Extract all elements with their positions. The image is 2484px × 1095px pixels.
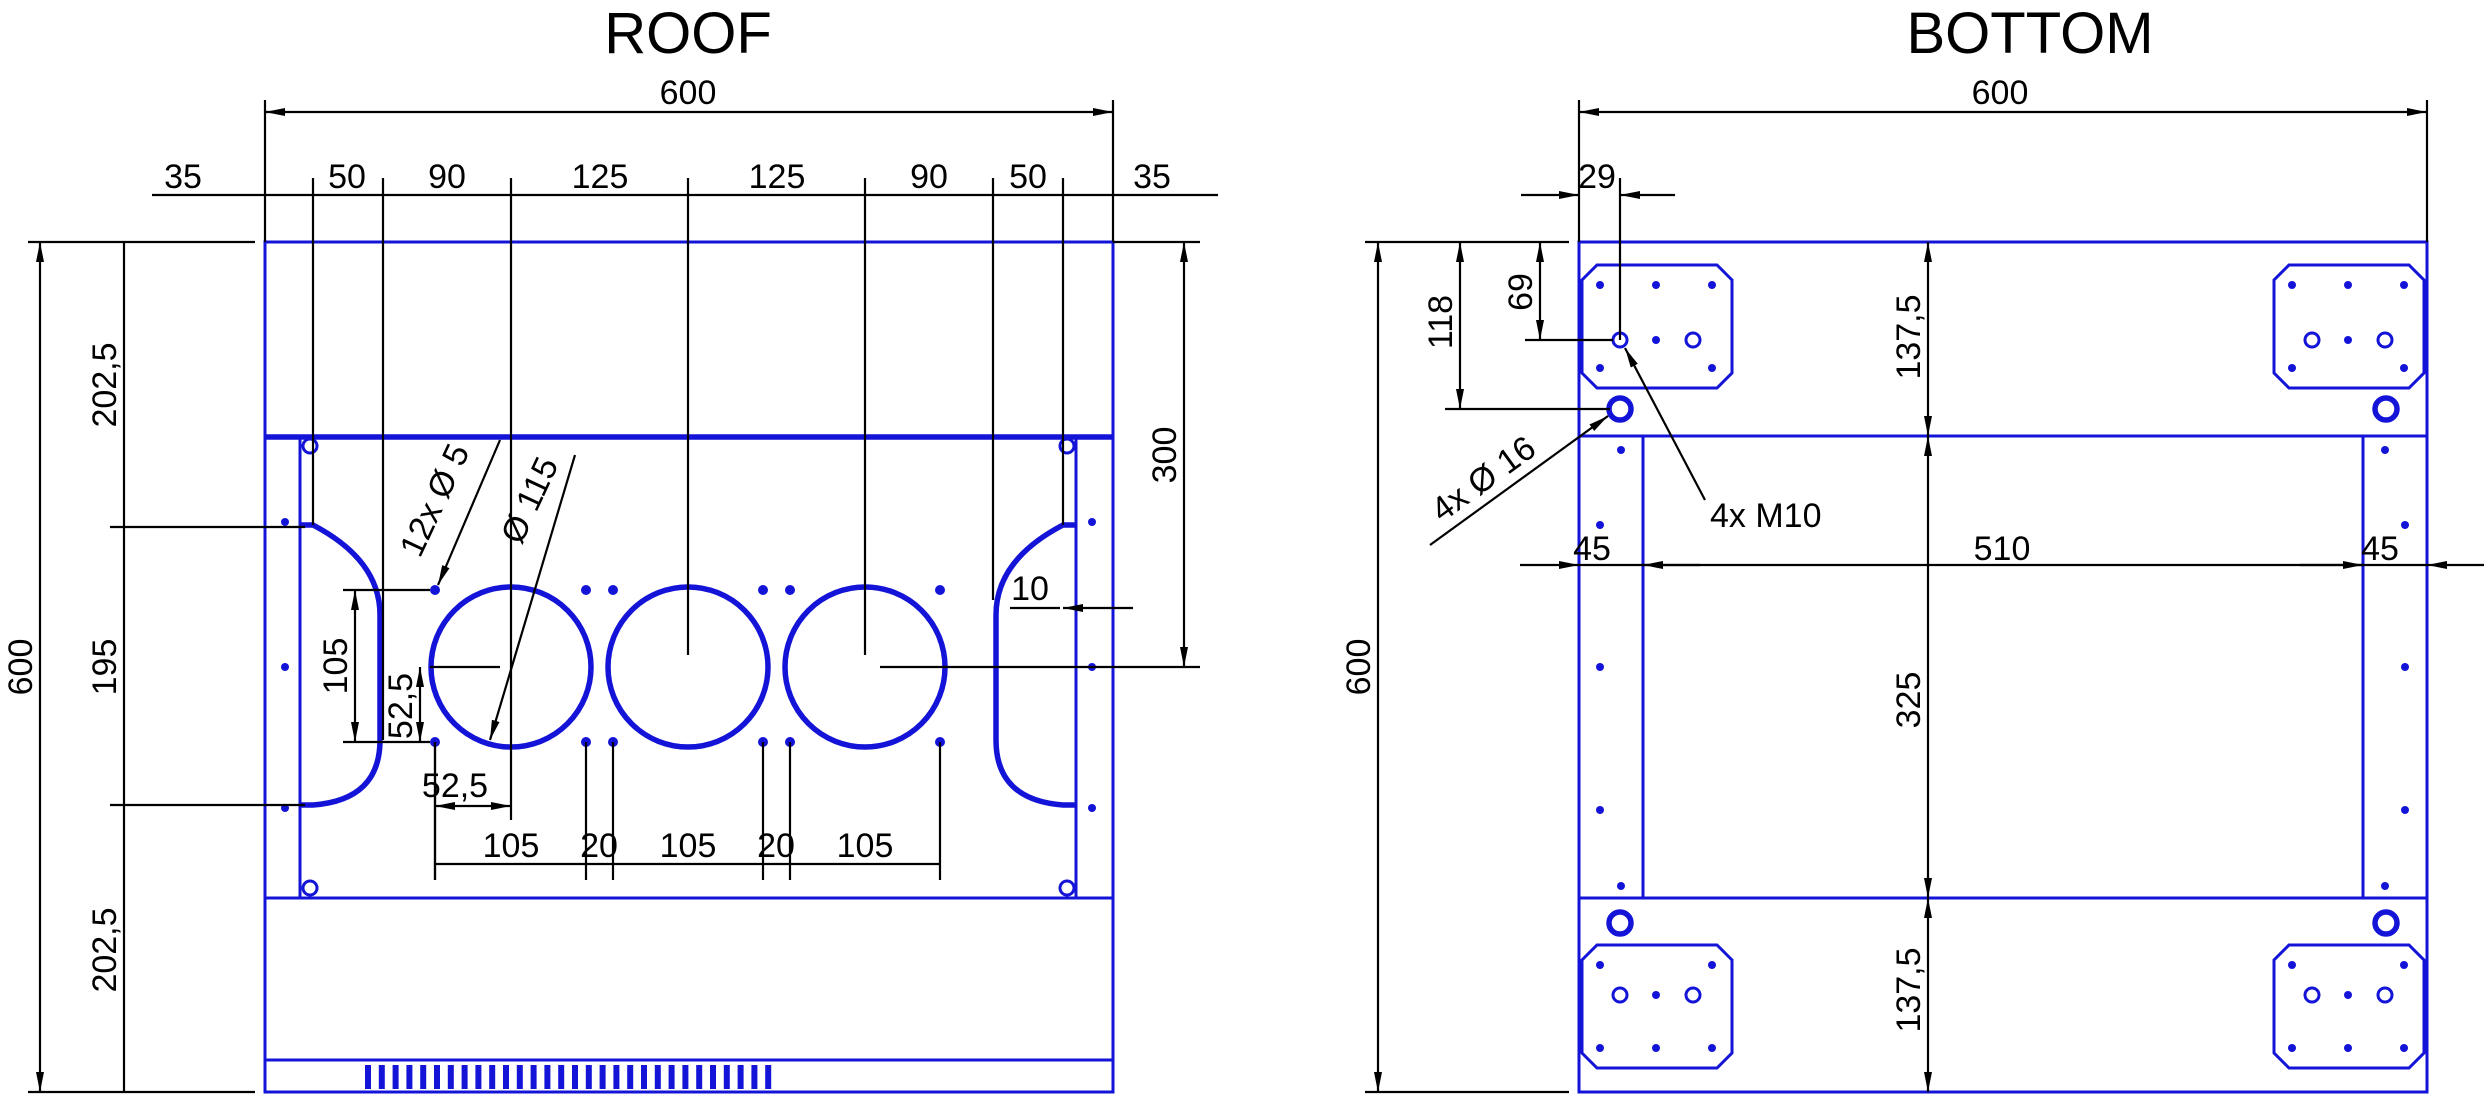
vent-slot bbox=[447, 1065, 454, 1089]
roof-dim-10: 10 bbox=[1011, 570, 1049, 608]
roof-small-hole-callout: 12x Ø 5 bbox=[393, 438, 478, 562]
foot-plate-bottom-left bbox=[1580, 943, 1734, 1070]
vent-slot bbox=[530, 1065, 537, 1089]
bottom-width-label: 600 bbox=[1972, 74, 2029, 112]
bottom-large-holes bbox=[1606, 395, 2400, 937]
roof-dim-202-top: 202,5 bbox=[86, 342, 124, 427]
roof-dim-202-bottom: 202,5 bbox=[86, 907, 124, 992]
bottom-height-label: 600 bbox=[1340, 639, 1378, 696]
bottom-dim-45-left: 45 bbox=[1573, 530, 1611, 568]
foot-plate-bottom-right bbox=[2272, 943, 2426, 1070]
roof-dim-35-left: 35 bbox=[164, 158, 202, 196]
bottom-dim-45-right: 45 bbox=[2361, 530, 2399, 568]
vent-slot bbox=[365, 1065, 371, 1089]
vent-slot bbox=[434, 1065, 440, 1089]
bottom-outer-frame bbox=[1577, 240, 2429, 1094]
roof-dim-125-left: 125 bbox=[572, 158, 629, 196]
roof-height-label: 600 bbox=[2, 639, 40, 696]
vent-slot bbox=[710, 1065, 716, 1089]
vent-slot bbox=[392, 1065, 399, 1089]
bottom-dim-137-top: 137,5 bbox=[1890, 294, 1928, 379]
vent-slot bbox=[627, 1065, 634, 1089]
bottom-thread-callout: 4x M10 bbox=[1710, 497, 1822, 535]
bottom-dimensions: 600 29 600 118 69 4x Ø 16 4x M10 bbox=[1340, 74, 2484, 1094]
foot-plate-top-left bbox=[1580, 263, 1734, 390]
roof-dim-20-b: 20 bbox=[757, 827, 795, 865]
bottom-rail-holes bbox=[1596, 446, 2409, 890]
roof-dim-125-right: 125 bbox=[749, 158, 806, 196]
roof-dim-105-b: 105 bbox=[660, 827, 717, 865]
roof-dim-52-vertical: 52,5 bbox=[382, 673, 420, 739]
roof-right-slot bbox=[993, 522, 1076, 808]
roof-vent-slots bbox=[365, 1065, 772, 1089]
roof-dim-300: 300 bbox=[1146, 427, 1184, 484]
roof-dim-105-c: 105 bbox=[837, 827, 894, 865]
vent-slot bbox=[641, 1065, 647, 1089]
vent-slot bbox=[585, 1065, 592, 1089]
roof-dim-90-right: 90 bbox=[910, 158, 948, 196]
vent-slot bbox=[378, 1065, 385, 1089]
bottom-dim-510: 510 bbox=[1974, 530, 2031, 568]
roof-dim-105-vertical: 105 bbox=[317, 638, 355, 695]
foot-plate-top-right bbox=[2272, 263, 2426, 390]
bottom-dim-29: 29 bbox=[1578, 158, 1616, 196]
vent-slot bbox=[572, 1065, 578, 1089]
bottom-title: BOTTOM bbox=[1906, 1, 2153, 66]
vent-slot bbox=[516, 1065, 523, 1089]
vent-slot bbox=[406, 1065, 413, 1089]
vent-slot bbox=[599, 1065, 606, 1089]
bottom-dim-325: 325 bbox=[1890, 672, 1928, 729]
vent-slot bbox=[668, 1065, 675, 1089]
bottom-hole-callout: 4x Ø 16 bbox=[1424, 429, 1543, 530]
vent-slot bbox=[558, 1065, 565, 1089]
vent-slot bbox=[544, 1065, 551, 1089]
vent-slot bbox=[489, 1065, 496, 1089]
vent-slot bbox=[654, 1065, 661, 1089]
vent-slot bbox=[696, 1065, 703, 1089]
bottom-dim-137-bottom: 137,5 bbox=[1890, 947, 1928, 1032]
roof-dimensions: 600 35 50 90 125 125 90 50 35 600 bbox=[2, 74, 1218, 1094]
bottom-dim-118: 118 bbox=[1422, 295, 1460, 349]
roof-title: ROOF bbox=[604, 1, 772, 66]
roof-width-label: 600 bbox=[660, 74, 717, 112]
roof-dim-195: 195 bbox=[86, 639, 124, 696]
roof-dim-105-a: 105 bbox=[483, 827, 540, 865]
vent-slot bbox=[682, 1065, 689, 1089]
roof-dim-20-a: 20 bbox=[580, 827, 618, 865]
roof-small-holes bbox=[281, 437, 1096, 897]
bottom-frame bbox=[1577, 240, 2429, 1094]
vent-slot bbox=[503, 1065, 509, 1089]
vent-slot bbox=[475, 1065, 482, 1089]
vent-slot bbox=[737, 1065, 744, 1089]
roof-dim-90-left: 90 bbox=[428, 158, 466, 196]
roof-view: ROOF bbox=[2, 1, 1218, 1094]
vent-slot bbox=[613, 1065, 620, 1089]
roof-left-slot bbox=[300, 522, 383, 808]
roof-large-hole-callout: Ø 115 bbox=[494, 451, 567, 549]
bottom-dim-69: 69 bbox=[1502, 273, 1540, 311]
roof-dim-50-left: 50 bbox=[328, 158, 366, 196]
roof-dim-50-right: 50 bbox=[1009, 158, 1047, 196]
vent-slot bbox=[765, 1065, 772, 1089]
vent-slot bbox=[461, 1065, 468, 1089]
roof-dim-52-horizontal: 52,5 bbox=[422, 767, 488, 805]
vent-slot bbox=[751, 1065, 758, 1089]
vent-slot bbox=[420, 1065, 427, 1089]
vent-slot bbox=[723, 1065, 730, 1089]
roof-dim-35-right: 35 bbox=[1133, 158, 1171, 196]
bottom-view: BOTTOM bbox=[1340, 1, 2484, 1094]
